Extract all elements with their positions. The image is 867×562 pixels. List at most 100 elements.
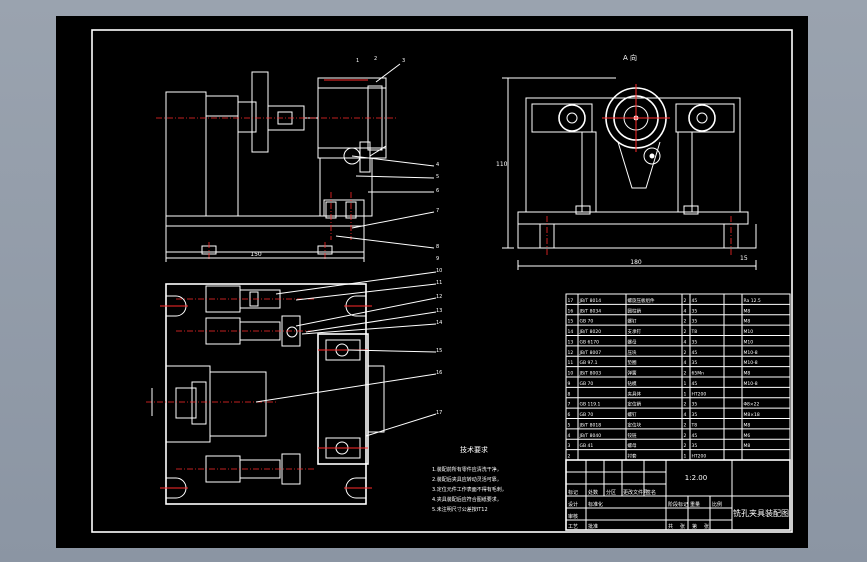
parts-table-cell: 2 (684, 402, 687, 408)
svg-text:13: 13 (436, 308, 442, 314)
parts-table-cell: 16 (568, 308, 574, 314)
parts-table-cell: 螺旋压板组件 (628, 297, 655, 304)
parts-table-cell: 17 (568, 298, 574, 304)
assembly-drawing: 150 A 向 (91, 29, 793, 533)
parts-table-cell: Φ8×22 (744, 402, 760, 408)
parts-table-cell: 35 (692, 443, 698, 449)
svg-text:7: 7 (436, 208, 439, 214)
parts-table-cell: M10-8 (744, 350, 758, 356)
parts-table-cell: JB/T 8018 (579, 422, 602, 428)
parts-table-cell: 螺钉 (628, 318, 637, 325)
svg-text:1: 1 (356, 58, 359, 64)
section-label: A 向 (623, 53, 637, 62)
top-view (146, 271, 437, 505)
parts-table-cell: 1 (684, 381, 687, 387)
svg-text:10: 10 (436, 268, 442, 274)
balloon-labels: 1 2 3 4 5 6 7 8 9 10 11 12 13 14 15 16 1… (356, 56, 442, 416)
parts-table-cell: 2 (568, 454, 571, 460)
parts-table-cell: 2 (684, 433, 687, 439)
parts-table-cell: 2 (684, 371, 687, 377)
parts-table-cell: JB/T 8007 (579, 350, 602, 356)
svg-text:重量: 重量 (690, 501, 700, 508)
parts-table-cell: T8 (691, 422, 698, 428)
parts-table-cell: 15 (568, 319, 574, 325)
parts-table-cell: 2 (684, 329, 687, 335)
parts-table-cell: JB/T 8003 (579, 371, 602, 377)
svg-text:工艺: 工艺 (568, 524, 578, 530)
svg-text:阶段标记: 阶段标记 (668, 501, 688, 508)
parts-table-cell: 8 (568, 391, 571, 397)
parts-table-cell: 12 (568, 350, 574, 356)
parts-table-cell: 35 (692, 360, 698, 366)
svg-text:设计: 设计 (568, 501, 578, 508)
svg-text:4: 4 (436, 162, 439, 168)
parts-table-cell: Ra 12.5 (744, 298, 761, 304)
parts-table-cell: 2 (684, 422, 687, 428)
svg-text:张: 张 (704, 523, 709, 530)
svg-text:12: 12 (436, 294, 442, 300)
parts-table-cell: 65Mn (692, 371, 705, 377)
parts-table-cell: 螺母 (628, 338, 637, 345)
svg-text:处数: 处数 (588, 489, 598, 496)
svg-text:共: 共 (668, 523, 673, 530)
side-view: A 向 (496, 53, 757, 270)
drawing-name: 铣孔夹具装配图 (733, 508, 789, 518)
technical-requirements: 技术要求 1.装配前所有零件应清洗干净， 2.装配后夹具应转动灵活可靠， 3.定… (432, 445, 507, 513)
svg-text:150: 150 (250, 251, 262, 258)
svg-text:3: 3 (402, 58, 405, 64)
svg-text:标准化: 标准化 (588, 501, 603, 508)
parts-table-cell: 铰链 (628, 432, 637, 439)
parts-table-cell: M8 (744, 319, 751, 325)
parts-table-cell: 45 (692, 350, 698, 356)
svg-text:15: 15 (436, 348, 442, 354)
svg-text:8: 8 (436, 244, 439, 250)
drawing-frame (91, 29, 793, 533)
parts-table-cell: 35 (692, 412, 698, 418)
parts-table-cell: 13 (568, 339, 574, 345)
parts-table-cell: 4 (684, 339, 687, 345)
parts-table-cell: GB 6170 (580, 339, 600, 345)
parts-table-cell: M8 (744, 443, 751, 449)
parts-table-cell: 2 (684, 443, 687, 449)
parts-table-cell: T8 (691, 329, 698, 335)
parts-table-cell: 钻模 (628, 380, 637, 387)
parts-table-cell: GB 70 (580, 319, 594, 325)
svg-text:17: 17 (436, 410, 442, 416)
parts-table-cell: JB/T 8020 (579, 329, 602, 335)
svg-text:5: 5 (436, 174, 439, 180)
parts-table-cell: GB 70 (580, 412, 594, 418)
parts-table-cell: HT200 (692, 391, 707, 397)
parts-table-cell: M10-8 (744, 360, 758, 366)
parts-table-cell: GB 41 (580, 443, 594, 449)
svg-text:更改文件号: 更改文件号 (623, 489, 648, 496)
svg-text:比例: 比例 (712, 501, 722, 508)
parts-table-cell: 夹具体 (628, 390, 642, 397)
parts-table-cell: 弹簧 (628, 370, 637, 377)
parts-table-cell: 圆柱销 (628, 307, 642, 314)
parts-table-cell: 支承钉 (628, 328, 642, 335)
svg-text:张: 张 (680, 523, 685, 530)
parts-table-cell: 45 (692, 381, 698, 387)
parts-table-cell: 14 (568, 329, 574, 335)
parts-table-cell: 螺钉 (628, 411, 637, 418)
svg-text:分区: 分区 (606, 489, 616, 496)
parts-table-cell: 11 (568, 360, 574, 366)
parts-table-cell: 9 (568, 381, 571, 387)
parts-table-cell: HT200 (692, 454, 707, 460)
svg-text:签名: 签名 (646, 489, 656, 496)
svg-text:3.定位元件工作表面不得有毛刺，: 3.定位元件工作表面不得有毛刺， (432, 486, 507, 493)
svg-text:180: 180 (630, 259, 642, 266)
tech-req-title: 技术要求 (460, 445, 488, 454)
svg-text:批准: 批准 (588, 523, 598, 530)
parts-table-cell: 3 (568, 443, 571, 449)
parts-table-cell: 35 (692, 402, 698, 408)
svg-text:1.装配前所有零件应清洗干净，: 1.装配前所有零件应清洗干净， (432, 466, 502, 473)
parts-table-cell: 定位块 (628, 421, 642, 428)
svg-text:14: 14 (436, 320, 442, 326)
parts-table-cell: 4 (684, 308, 687, 314)
svg-text:5.未注明尺寸公差按IT12: 5.未注明尺寸公差按IT12 (432, 506, 488, 513)
parts-table-cell: 2 (684, 319, 687, 325)
svg-text:2.装配后夹具应转动灵活可靠，: 2.装配后夹具应转动灵活可靠， (432, 476, 502, 483)
parts-table-cell: 4 (684, 360, 687, 366)
